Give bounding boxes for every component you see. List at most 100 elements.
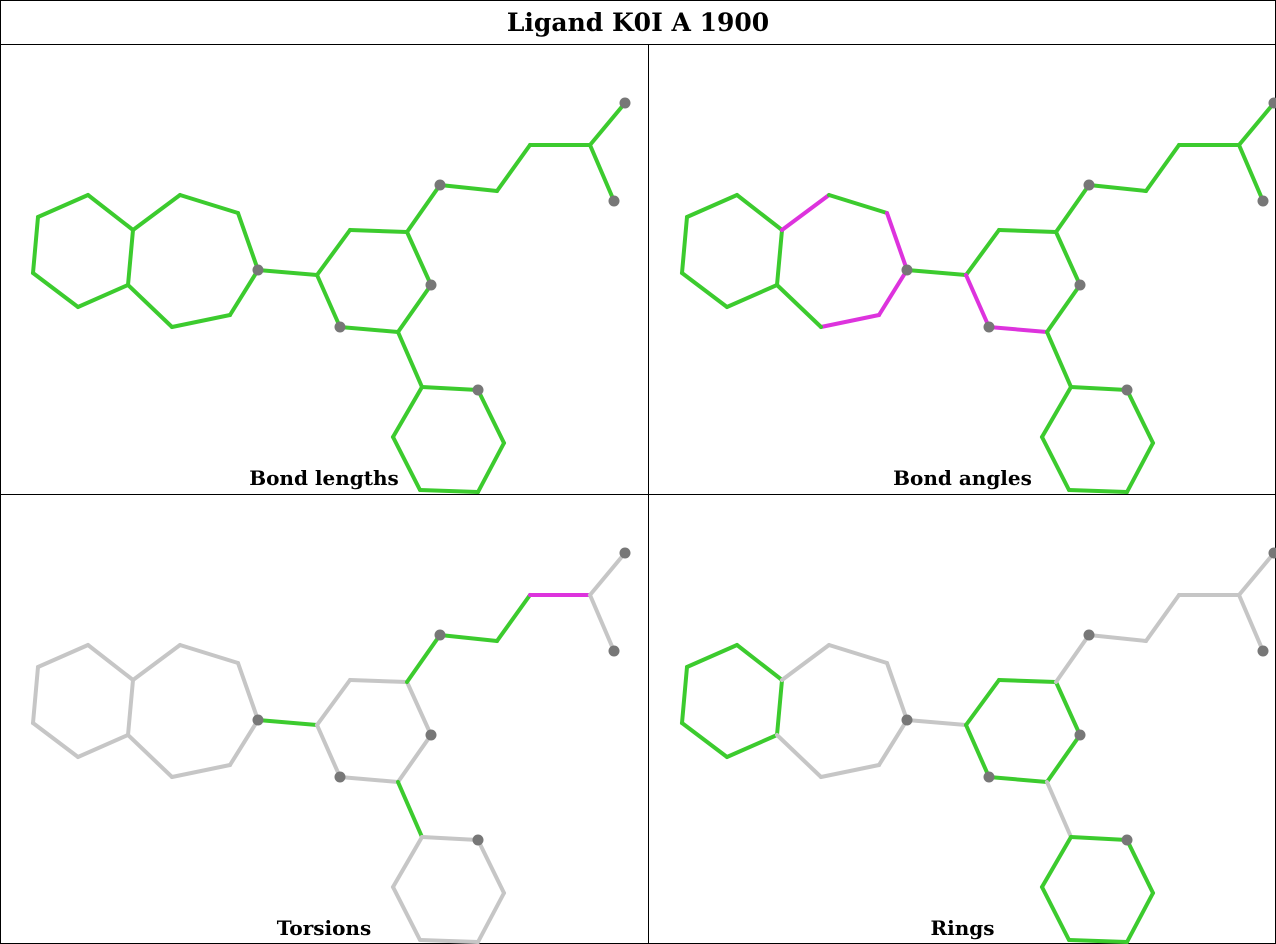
bond-ch_1 xyxy=(405,633,442,684)
bond-ch_2 xyxy=(438,633,499,643)
bond-b_6 xyxy=(31,215,40,275)
bond-az_bot xyxy=(819,763,881,779)
bond-az_n_bot xyxy=(228,268,260,317)
bond-az_bot xyxy=(170,763,232,779)
bond-cr_nc xyxy=(315,723,342,779)
bond-n_link xyxy=(905,268,968,277)
bond-ch_5 xyxy=(588,101,627,147)
bond-cr_lb xyxy=(338,775,400,784)
panel-rings: Rings xyxy=(649,495,1276,944)
bond-b_6 xyxy=(31,665,40,725)
bond-b_5 xyxy=(680,721,729,759)
bond-ph_3 xyxy=(476,441,506,494)
atom-marker-c4 xyxy=(425,729,437,741)
atom-marker-c6 xyxy=(334,321,346,333)
atom-marker-n xyxy=(901,714,913,726)
bond-ph_4 xyxy=(418,488,480,494)
atom-marker-o1 xyxy=(434,179,446,191)
atom-marker-n xyxy=(901,264,913,276)
bond-az_top xyxy=(780,193,831,232)
bond-cr_4 xyxy=(396,733,433,784)
bond-ph_5 xyxy=(391,885,422,942)
bond-b_5 xyxy=(31,271,80,309)
bond-ph_6 xyxy=(1040,385,1073,439)
bond-ph_2 xyxy=(476,838,506,895)
atom-marker-c6 xyxy=(334,771,346,783)
atom-marker-c4 xyxy=(1074,279,1086,291)
atom-marker-o1 xyxy=(1083,179,1095,191)
bond-b_4 xyxy=(725,733,779,759)
bond-b_2 xyxy=(735,193,784,232)
bond-az_b2 xyxy=(126,283,174,329)
bond-ph_link xyxy=(396,330,424,389)
bond-b_4 xyxy=(725,283,779,309)
panel-caption-bond-lengths: Bond lengths xyxy=(249,466,399,490)
atom-marker-c6 xyxy=(983,771,995,783)
bond-az_t2 xyxy=(827,193,889,215)
bond-n_link xyxy=(256,268,319,277)
bond-b_6 xyxy=(680,215,689,275)
bond-az_n_top xyxy=(236,211,260,272)
bond-ch_5 xyxy=(588,551,627,597)
bond-cr_nc xyxy=(964,273,991,329)
bond-b_1 xyxy=(36,643,90,669)
bond-ph_1 xyxy=(420,835,480,842)
bond-cr_1 xyxy=(315,228,352,277)
bond-ph_4 xyxy=(1067,938,1129,944)
bond-cr_3 xyxy=(405,230,433,287)
atom-marker-o1 xyxy=(1083,629,1095,641)
bond-cr_lb xyxy=(987,775,1049,784)
bond-az_b2 xyxy=(126,733,174,779)
bond-ch_3 xyxy=(495,593,532,643)
bond-az_top xyxy=(780,643,831,682)
panel-bond-angles: Bond angles xyxy=(649,45,1276,494)
atom-marker-o1 xyxy=(434,629,446,641)
bond-cr_nc xyxy=(315,273,342,329)
bond-ph_4 xyxy=(1067,488,1129,494)
bond-az_b2 xyxy=(775,733,823,779)
bond-az_t2 xyxy=(178,193,240,215)
bond-ph_link xyxy=(1045,780,1073,839)
panel-caption-bond-angles: Bond angles xyxy=(893,466,1032,490)
bond-ph_5 xyxy=(1040,435,1071,492)
bond-b_3 xyxy=(126,678,135,737)
bond-az_t2 xyxy=(827,643,889,665)
bond-b_1 xyxy=(685,643,739,669)
bond-cr_4 xyxy=(1045,283,1082,334)
atom-marker-m1 xyxy=(619,97,631,109)
bond-cr_2 xyxy=(997,228,1058,234)
bond-ch_1 xyxy=(405,183,442,234)
bond-ph_6 xyxy=(1040,835,1073,889)
bond-ph_2 xyxy=(476,388,506,445)
bond-ph_link xyxy=(1045,330,1073,389)
bond-ph_2 xyxy=(1125,388,1155,445)
bond-ph_3 xyxy=(1125,441,1155,494)
bond-ch_1 xyxy=(1054,633,1091,684)
bond-az_top xyxy=(131,193,182,232)
bond-cr_lb xyxy=(338,325,400,334)
bond-ph_link xyxy=(396,780,424,839)
bond-ph_6 xyxy=(391,835,424,889)
bond-cr_3 xyxy=(1054,680,1082,737)
bond-ph_5 xyxy=(1040,885,1071,942)
atom-marker-h2 xyxy=(1121,384,1133,396)
bond-b_6 xyxy=(680,665,689,725)
atom-marker-m1 xyxy=(1268,547,1276,559)
bond-ch_1 xyxy=(1054,183,1091,234)
bond-ph_2 xyxy=(1125,838,1155,895)
bond-cr_1 xyxy=(964,678,1001,727)
bond-b_5 xyxy=(680,271,729,309)
molecule-diagram-rings xyxy=(680,547,1276,944)
bond-b_3 xyxy=(126,228,135,287)
panel-bond-lengths: Bond lengths xyxy=(0,45,648,494)
atom-marker-c4 xyxy=(1074,729,1086,741)
bond-ch_3 xyxy=(1144,593,1181,643)
bond-az_n_top xyxy=(885,211,909,272)
bond-ph_5 xyxy=(391,435,422,492)
panel-caption-torsions: Torsions xyxy=(276,916,372,940)
bond-az_b2 xyxy=(775,283,823,329)
bond-ph_1 xyxy=(420,385,480,392)
atom-marker-m1 xyxy=(1268,97,1276,109)
bond-ph_6 xyxy=(391,385,424,439)
bond-cr_2 xyxy=(997,678,1058,684)
